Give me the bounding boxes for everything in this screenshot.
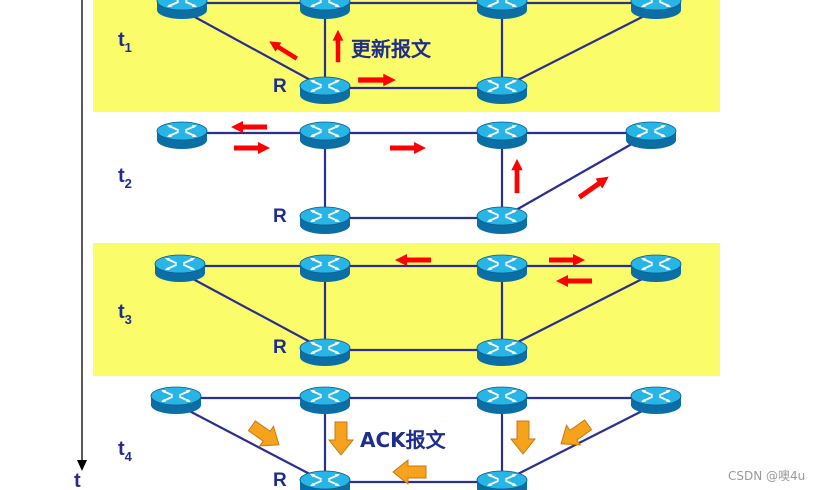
orange-arrow-icon (553, 414, 596, 455)
router-icon (154, 254, 206, 283)
router-r-icon (299, 206, 351, 235)
router-icon (299, 254, 351, 283)
ack-message-note: ACK报文 (360, 428, 447, 452)
router-icon (156, 121, 208, 150)
router-icon (476, 121, 528, 150)
router-icon (156, 0, 208, 20)
time-label-t1: t1 (118, 29, 132, 55)
router-icon (476, 254, 528, 283)
time-axis-label: t (74, 470, 81, 490)
router-icon (150, 386, 202, 415)
panel-t4: t4 R ACK报文 (118, 386, 682, 490)
time-label-t2: t2 (118, 165, 132, 191)
router-icon (476, 76, 528, 105)
panel-t3: t3 R (118, 254, 682, 367)
orange-arrow-icon (328, 421, 354, 456)
orange-arrow-icon (244, 415, 287, 456)
router-r-icon (299, 76, 351, 105)
router-r-label: R (273, 76, 287, 97)
router-r-icon (299, 338, 351, 367)
red-arrow-icon (575, 171, 613, 203)
router-icon (625, 121, 677, 150)
router-icon (299, 386, 351, 415)
update-message-note: 更新报文 (351, 37, 432, 61)
router-icon (299, 0, 351, 20)
links (181, 1, 657, 90)
watermark: CSDN @噢4u (728, 469, 805, 483)
router-icon (476, 206, 528, 235)
router-icon (476, 338, 528, 367)
router-icon (476, 386, 528, 415)
router-icon (630, 254, 682, 283)
router-icon (630, 0, 682, 20)
router-icon (476, 0, 528, 20)
router-icon (476, 470, 528, 490)
orange-arrow-icon (510, 420, 536, 455)
router-icon (630, 386, 682, 415)
router-r-label: R (273, 206, 287, 227)
red-arrow-icon (511, 158, 523, 194)
router-icon (299, 121, 351, 150)
router-r-label: R (273, 470, 287, 490)
time-axis-arrowhead (77, 460, 87, 471)
red-arrow-icon (390, 142, 426, 154)
panel-t1: t1 R 更新报文 (118, 0, 682, 105)
panel-t2: t2 R (118, 121, 677, 235)
time-label-t3: t3 (118, 301, 132, 327)
router-r-icon (299, 470, 351, 490)
red-arrow-icon (234, 142, 270, 154)
router-r-label: R (273, 337, 287, 358)
time-label-t4: t4 (118, 438, 133, 464)
orange-arrow-icon (392, 459, 427, 485)
red-arrow-icon (231, 121, 267, 133)
